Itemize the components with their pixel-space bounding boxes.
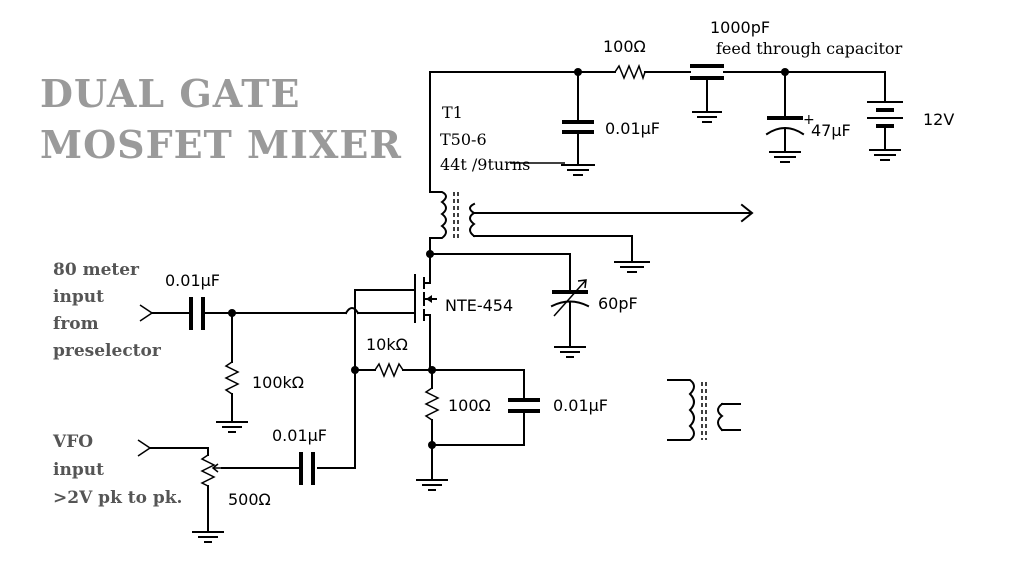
feedthrough-capacitor [690,64,724,123]
mosfet-part-label: NTE-454 [445,296,513,315]
rf-coupling-cap-label: 0.01μF [165,271,220,290]
source-resistor-label: 100Ω [448,396,491,415]
trimmer-label: 60pF [598,294,638,313]
vfo-coupling-cap-label: 0.01μF [272,426,327,445]
vfo-label-2: input [53,460,104,480]
vfo-input-path [137,439,315,543]
title-line-1: DUAL GATE [40,71,300,116]
rf-input-label-3: from [53,314,99,334]
rf-input-label-4: preselector [53,341,162,361]
feedthrough-desc-label: feed through capacitor [716,39,903,58]
rf-input-label-1: 80 meter [53,260,140,280]
drain-node [426,237,571,291]
supply-bypass-label: 0.01μF [605,119,660,138]
mosfet-symbol [354,274,437,371]
gate2-network [317,362,431,469]
electrolytic-polarity: + [803,112,815,128]
trimmer-capacitor [550,279,590,358]
vfo-pot-label: 500Ω [228,490,271,509]
transformer-turns: 44t /9turns [440,155,530,174]
title-line-2: MOSFET MIXER [40,122,402,167]
supply-resistor-label: 100Ω [603,37,646,56]
transformer-core: T50-6 [440,130,487,149]
supply-resistor [614,63,646,81]
transformer-t1 [429,162,754,273]
feedthrough-value-label: 1000pF [710,18,770,37]
battery [867,101,903,161]
gate2-resistor-label: 10kΩ [366,335,408,354]
electrolytic-capacitor [765,71,805,163]
vfo-label-1: VFO [52,432,93,452]
rf-input-path [139,297,416,433]
electrolytic-label: 47μF [811,121,851,140]
rf-input-label-2: input [53,287,104,307]
battery-label: 12V [923,110,954,129]
transformer-name: T1 [442,103,463,122]
source-network [416,366,540,491]
supply-bypass-capacitor [561,71,595,176]
source-bypass-label: 0.01μF [553,396,608,415]
supply-rail [429,68,886,193]
transformer-legend-symbol [667,379,741,441]
rf-bias-resistor-label: 100kΩ [252,373,304,392]
vfo-label-3: >2V pk to pk. [53,488,182,508]
